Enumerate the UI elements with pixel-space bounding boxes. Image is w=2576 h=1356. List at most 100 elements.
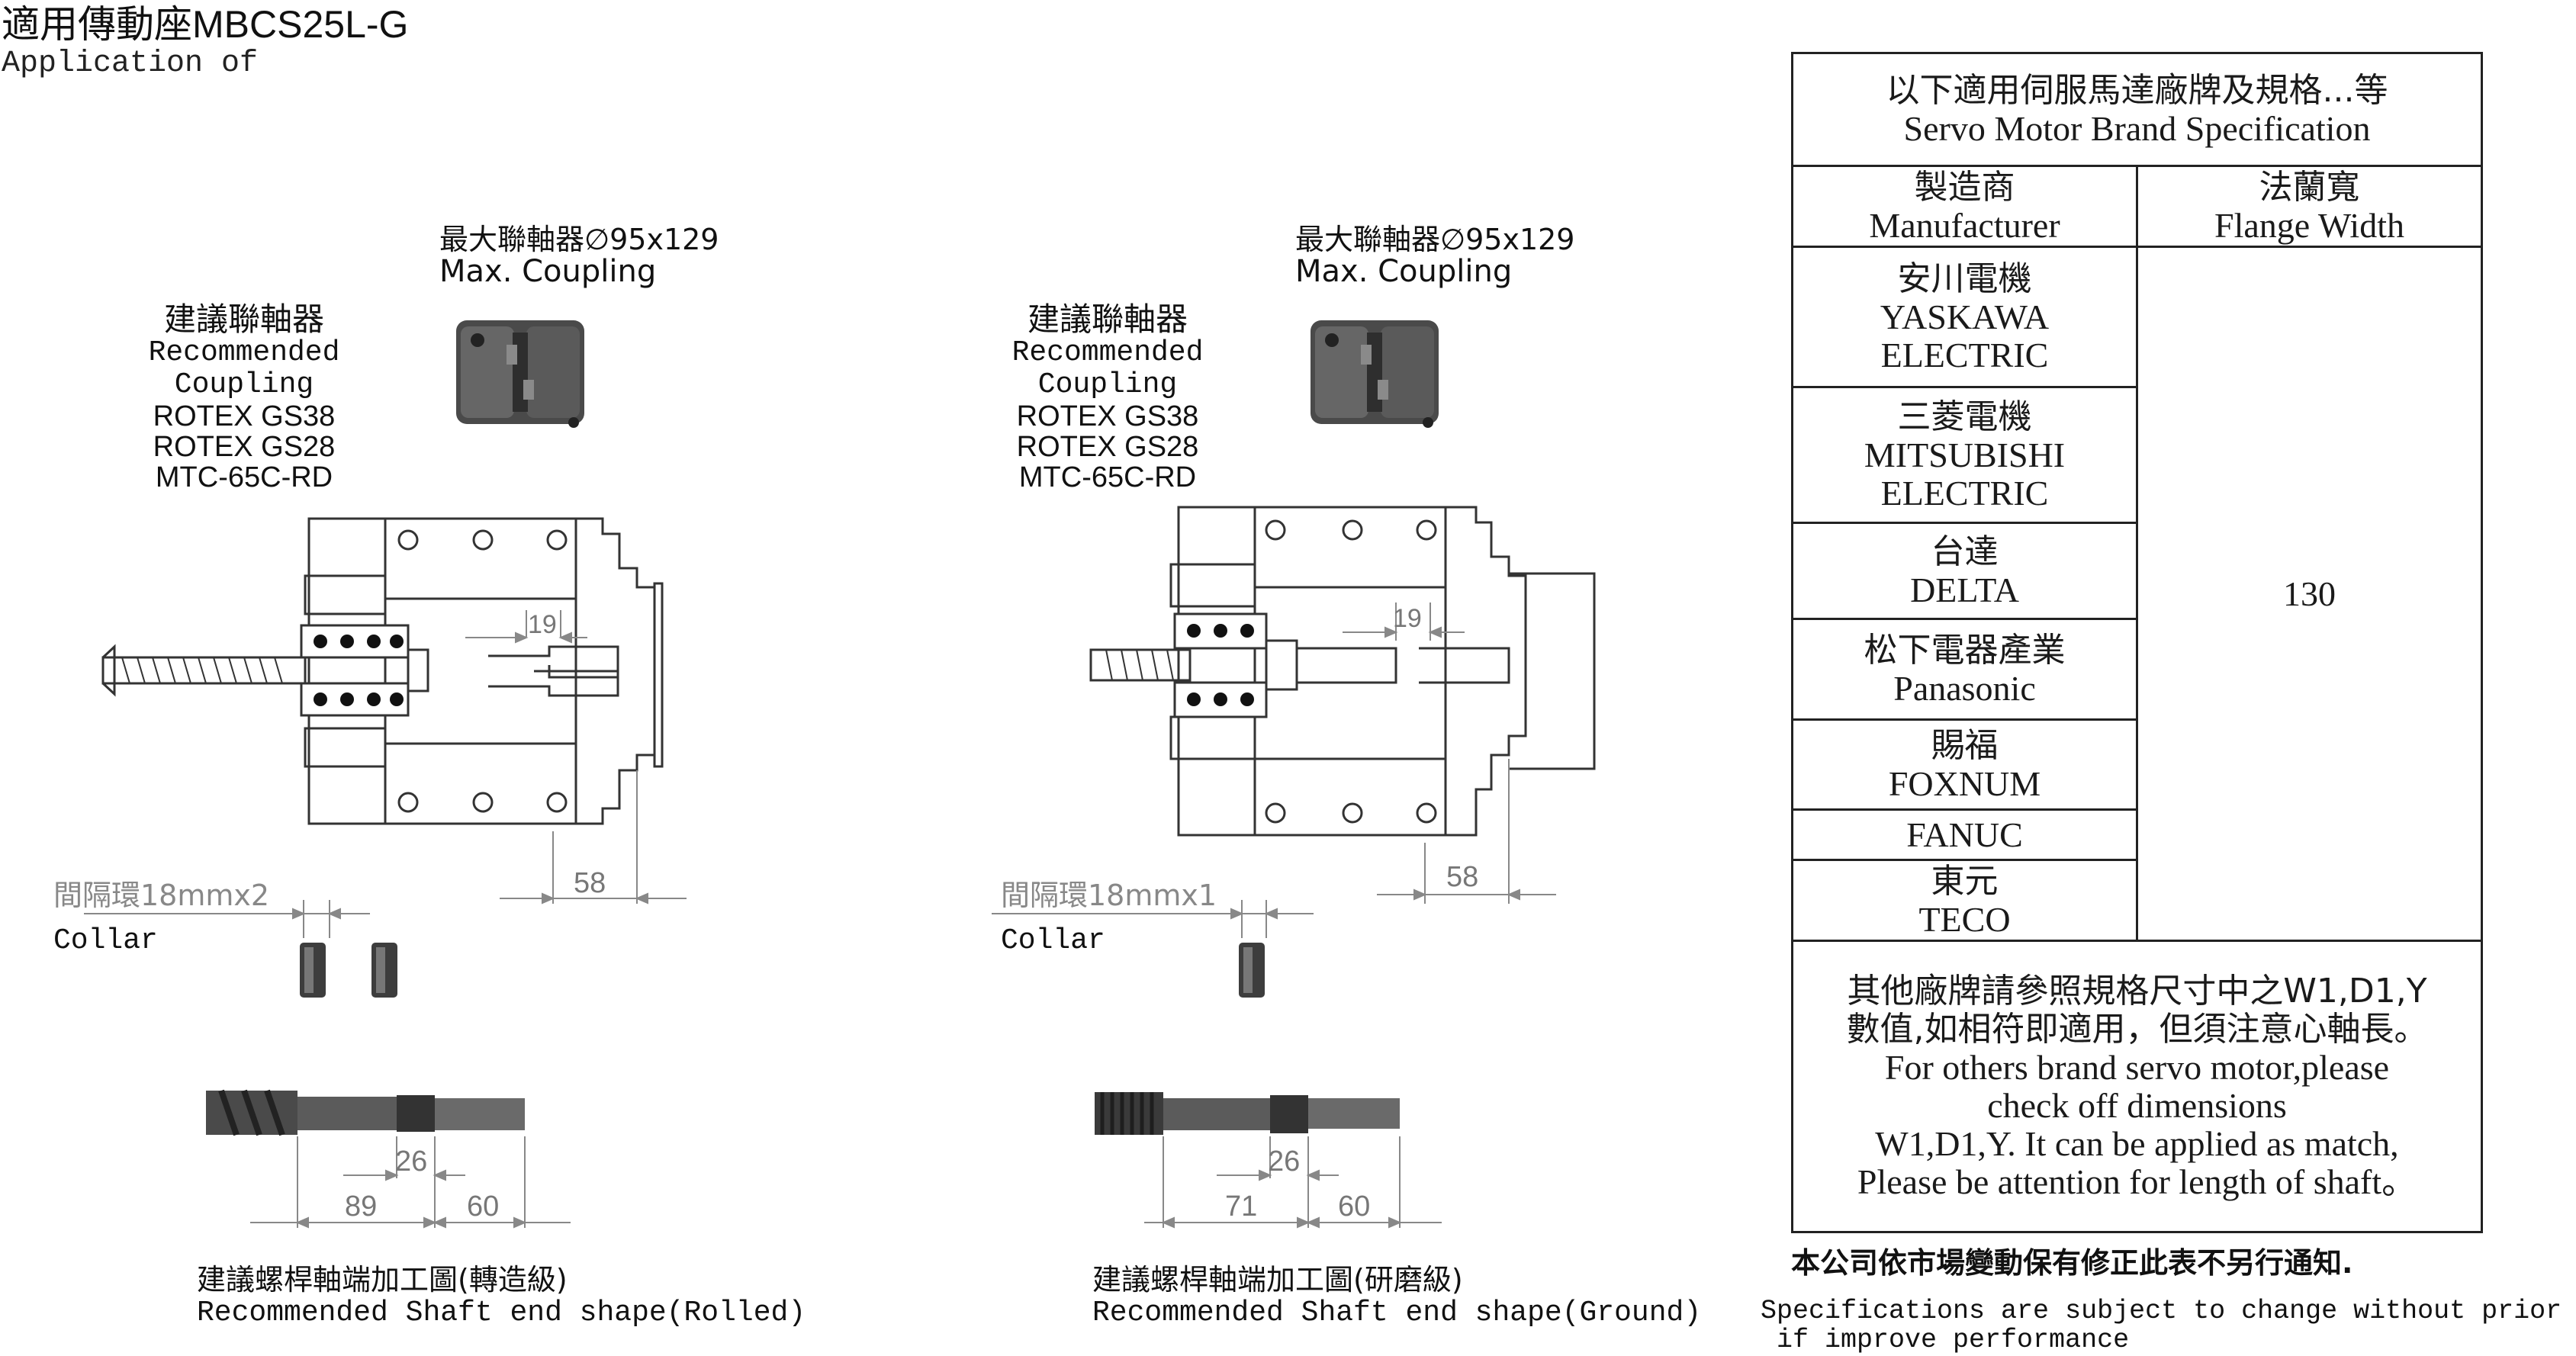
- brand-zh: 台達: [1931, 532, 1999, 571]
- brand-row: 三菱電機 MITSUBISHI ELECTRIC: [1791, 386, 2482, 524]
- brand-row: FANUC: [1791, 808, 2482, 861]
- spec-title-zh: 以下適用伺服馬達廠牌及規格...等: [1886, 70, 2388, 110]
- right-max-coupling-zh: 最大聯軸器∅95x129: [1295, 223, 1575, 256]
- flange-width-header-en: Flange Width: [2214, 205, 2404, 245]
- left-max-coupling-zh: 最大聯軸器∅95x129: [439, 223, 719, 256]
- brand-cell-mitsubishi: 三菱電機 MITSUBISHI ELECTRIC: [1791, 386, 2138, 524]
- left-max-coupling-en: Max. Coupling: [439, 254, 657, 289]
- right-dim-19: 19: [1393, 604, 1422, 633]
- left-recommended-block: 建議聯軸器 Recommended Coupling ROTEX GS38 RO…: [76, 302, 412, 493]
- right-model-2: ROTEX GS28: [1016, 431, 1199, 463]
- brand-en2: ELECTRIC: [1880, 335, 2049, 374]
- spec-table-title-cell: 以下適用伺服馬達廠牌及規格...等 Servo Motor Brand Spec…: [1791, 52, 2483, 167]
- right-shaft-end: [1095, 1092, 1400, 1135]
- brand-cell-panasonic: 松下電器產業 Panasonic: [1791, 618, 2138, 721]
- brand-en: Panasonic: [1893, 668, 2036, 708]
- right-dim-58: 58: [1446, 861, 1478, 893]
- manufacturer-header: 製造商 Manufacturer: [1791, 165, 2138, 248]
- right-recommended-zh: 建議聯軸器: [1027, 300, 1188, 338]
- brand-row: 賜福 FOXNUM: [1791, 718, 2482, 811]
- spec-table-title-row: 以下適用伺服馬達廠牌及規格...等 Servo Motor Brand Spec…: [1791, 52, 2483, 167]
- right-dim-60: 60: [1338, 1191, 1370, 1223]
- right-bearing-group: [1173, 612, 1298, 718]
- left-model-2: ROTEX GS28: [153, 431, 336, 463]
- right-dim-26: 26: [1268, 1146, 1300, 1178]
- right-recommended-en: Recommended Coupling: [1011, 336, 1204, 401]
- note-en-1: For others brand servo motor,please: [1884, 1047, 2390, 1087]
- spec-note-cell: 其他廠牌請參照規格尺寸中之W1,D1,Y 數值,如相符即適用，但須注意心軸長。 …: [1791, 940, 2483, 1233]
- brand-en: YASKAWA: [1880, 297, 2050, 336]
- brand-row: 台達 DELTA: [1791, 522, 2482, 620]
- servo-spec-table: 以下適用伺服馬達廠牌及規格...等 Servo Motor Brand Spec…: [1791, 52, 2483, 1233]
- left-shaft-zh: 建議螺桿軸端加工圖(轉造級): [197, 1263, 568, 1297]
- brand-cell-delta: 台達 DELTA: [1791, 522, 2138, 620]
- left-recommended-en: Recommended Coupling: [148, 336, 340, 401]
- note-zh-1: 其他廠牌請參照規格尺寸中之W1,D1,Y: [1847, 971, 2427, 1011]
- brand-en: DELTA: [1910, 570, 2019, 609]
- left-collar-rings: [300, 943, 397, 998]
- right-recommended-block: 建議聯軸器 Recommended Coupling ROTEX GS38 RO…: [940, 302, 1275, 493]
- left-shaft-en: Recommended Shaft end shape(Rolled): [197, 1297, 806, 1329]
- brand-zh: 三菱電機: [1897, 397, 2032, 436]
- flange-width-value-cell: 130: [2136, 246, 2483, 942]
- right-model-3: MTC-65C-RD: [1018, 461, 1197, 493]
- brand-row: 安川電機 YASKAWA ELECTRIC 130: [1791, 246, 2483, 942]
- left-coupling-image: [456, 320, 584, 428]
- brand-en: MITSUBISHI: [1864, 435, 2066, 474]
- spec-note-row: 其他廠牌請參照規格尺寸中之W1,D1,Y 數值,如相符即適用，但須注意心軸長。 …: [1791, 940, 2483, 1233]
- left-model-1: ROTEX GS38: [153, 400, 336, 432]
- left-shaft-end: [206, 1089, 525, 1136]
- note-en-3: W1,D1,Y. It can be applied as match,: [1875, 1123, 2399, 1163]
- footer-notice-zh: 本公司依市場變動保有修正此表不另行通知.: [1791, 1246, 2353, 1280]
- brand-en2: ELECTRIC: [1880, 473, 2049, 513]
- brand-row: 東元 TECO: [1791, 859, 2482, 942]
- note-en-2: check off dimensions: [1987, 1085, 2287, 1125]
- left-collar-en: Collar: [53, 924, 158, 957]
- page-title: 適用傳動座MBCS25L-G: [2, 3, 409, 46]
- brand-cell-fanuc: FANUC: [1791, 808, 2138, 861]
- right-collar-en: Collar: [1001, 924, 1105, 957]
- left-bearing-group: [300, 624, 429, 717]
- flange-width-header: 法蘭寬 Flange Width: [2136, 165, 2483, 248]
- brand-zh: 安川電機: [1897, 259, 2032, 298]
- note-en-4: Please be attention for length of shaft。: [1857, 1162, 2417, 1201]
- left-recommended-zh: 建議聯軸器: [163, 300, 324, 338]
- brand-zh: 松下電器產業: [1864, 630, 2066, 670]
- left-dim-89: 89: [345, 1191, 377, 1223]
- brand-en: FOXNUM: [1888, 763, 2041, 803]
- left-dim-58: 58: [574, 867, 606, 899]
- footer-notice-en-2: if improve performance: [1761, 1325, 2130, 1355]
- flange-width-header-zh: 法蘭寬: [2259, 167, 2360, 207]
- brand-row: 松下電器產業 Panasonic: [1791, 618, 2482, 721]
- right-shaft-zh: 建議螺桿軸端加工圖(研磨級): [1092, 1263, 1463, 1297]
- brand-cell-foxnum: 賜福 FOXNUM: [1791, 718, 2138, 811]
- page-subtitle: Application of: [2, 47, 259, 81]
- brand-zh: 東元: [1931, 861, 1999, 901]
- left-model-3: MTC-65C-RD: [155, 461, 333, 493]
- note-zh-2: 數值,如相符即適用，但須注意心軸長。: [1846, 1009, 2428, 1049]
- brand-en: TECO: [1918, 899, 2011, 939]
- right-coupling-image: [1311, 320, 1439, 428]
- left-dim-60: 60: [467, 1191, 499, 1223]
- right-collar-ring: [1239, 943, 1265, 998]
- brand-cell-yaskawa: 安川電機 YASKAWA ELECTRIC: [1791, 246, 2138, 388]
- spec-title-en: Servo Motor Brand Specification: [1903, 108, 2371, 148]
- manufacturer-header-en: Manufacturer: [1869, 205, 2060, 245]
- flange-width-value: 130: [2283, 574, 2336, 613]
- right-collar-zh: 間隔環18mmx1: [1001, 879, 1217, 912]
- brand-zh: 賜福: [1931, 725, 1999, 765]
- right-dim-71: 71: [1225, 1191, 1257, 1223]
- brand-cell-teco: 東元 TECO: [1791, 859, 2138, 942]
- left-dim-19: 19: [528, 610, 557, 639]
- footer-notice-en-1: Specifications are subject to change wit…: [1761, 1296, 2562, 1326]
- left-collar-zh: 間隔環18mmx2: [53, 879, 270, 912]
- right-max-coupling-en: Max. Coupling: [1295, 254, 1513, 289]
- manufacturer-header-zh: 製造商: [1914, 167, 2015, 207]
- right-model-1: ROTEX GS38: [1016, 400, 1199, 432]
- left-dim-26: 26: [395, 1146, 427, 1178]
- spec-table-header-row: 製造商 Manufacturer 法蘭寬 Flange Width: [1791, 165, 2483, 248]
- brand-en: FANUC: [1906, 815, 2023, 854]
- right-shaft-en: Recommended Shaft end shape(Ground): [1092, 1297, 1702, 1329]
